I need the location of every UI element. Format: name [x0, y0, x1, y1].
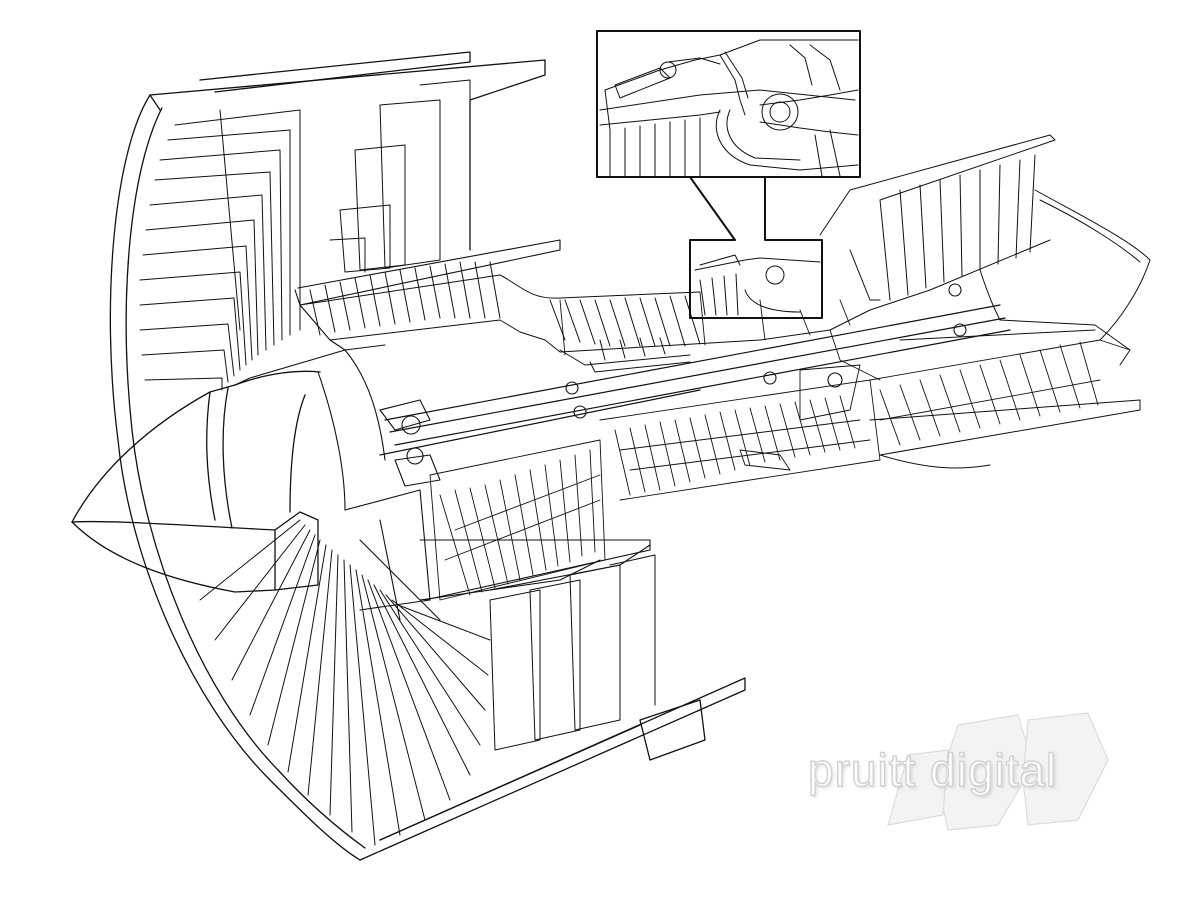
bearings [379, 283, 967, 487]
exhaust-nozzle [869, 319, 1141, 469]
booster-casing-lower [344, 489, 651, 621]
turbine-section-upper [819, 134, 1151, 341]
compressor-blades-lower [429, 339, 1131, 601]
fan-hub [234, 239, 561, 511]
main-shafts [379, 304, 1011, 456]
callout-target-region [694, 254, 821, 316]
fan-blades-upper [139, 79, 471, 391]
booster-compressor-upper [299, 261, 701, 341]
watermark: pruitt digital [807, 712, 1178, 855]
core-detail-lines [559, 291, 881, 471]
hp-compressor-upper [544, 295, 831, 373]
fan-blades-lower [199, 519, 656, 846]
watermark-text: pruitt digital [807, 743, 1058, 797]
spinner-nose-cone [71, 370, 321, 593]
callout-detail-drawing [599, 39, 859, 177]
watermark-logo-icon [887, 712, 1109, 831]
callout-detail-box [596, 30, 861, 319]
